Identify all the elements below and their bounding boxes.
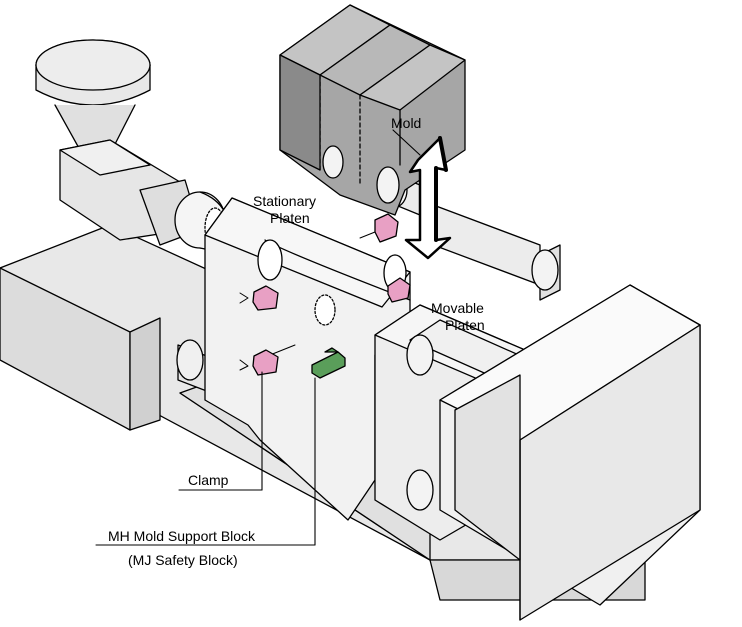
clamp-lower-left (239, 344, 296, 376)
stationary-platen-label-line1: Stationary (253, 193, 316, 209)
injection-barrel (59, 139, 230, 251)
labels: Mold Stationary Platen Movable Platen Cl… (108, 115, 485, 568)
mold-loading-arrow (404, 136, 452, 260)
clamp-label: Clamp (188, 472, 229, 488)
mold-support-block (311, 347, 346, 379)
clamp-mid-right (387, 277, 411, 303)
support-block-label-line2: (MJ Safety Block) (128, 552, 238, 568)
stationary-platen-label-line2: Platen (270, 210, 310, 226)
support-block-label-line1: MH Mold Support Block (108, 528, 256, 544)
movable-platen-label-line2: Platen (445, 317, 485, 333)
leader-lines (95, 129, 421, 546)
movable-platen-label-line1: Movable (431, 300, 484, 316)
clamp-upper-left (239, 285, 279, 311)
mold-label: Mold (391, 115, 421, 131)
stationary-platen (204, 197, 411, 521)
clamp-upper-right (359, 213, 399, 243)
hopper (35, 39, 151, 156)
clamp-housing (439, 284, 701, 621)
